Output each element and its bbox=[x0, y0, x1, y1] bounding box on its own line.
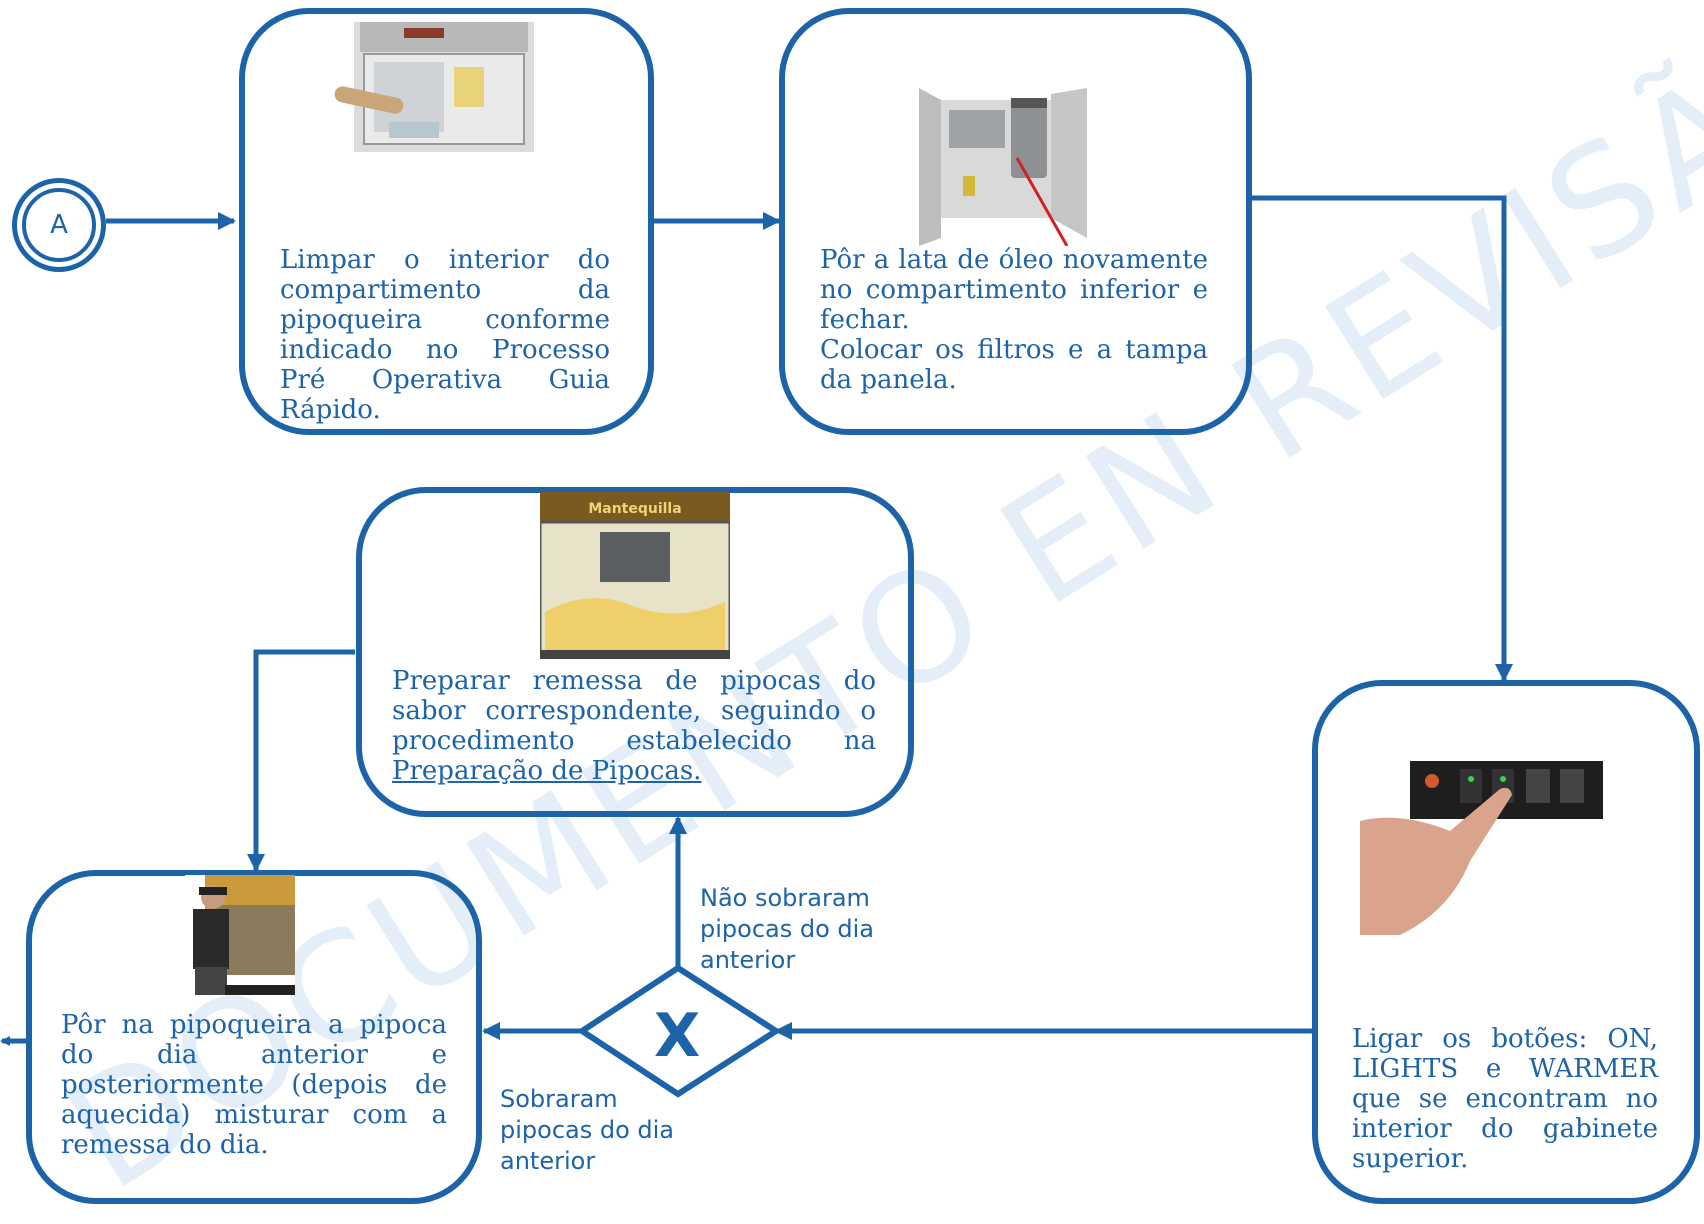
step-oil-line-2: Colocar os filtros e a tampa da panela. bbox=[820, 335, 1208, 395]
edge-label-no-leftover-line-1: Não sobraram bbox=[700, 884, 870, 912]
start-event: A bbox=[12, 178, 106, 272]
step-clean-text: Limpar o interior do compartimento da pi… bbox=[280, 245, 610, 425]
gateway-x-icon: X bbox=[654, 1001, 701, 1071]
edge-label-leftover-line-2: pipocas do dia bbox=[500, 1116, 675, 1144]
edge-label-no-leftover-line-2: pipocas do dia bbox=[700, 915, 875, 943]
operator-at-machine-photo bbox=[185, 875, 295, 995]
edge-label-no-leftover: Não sobraram pipocas do dia anterior bbox=[700, 883, 874, 976]
step-buttons-box bbox=[1312, 680, 1700, 1204]
finger-pressing-switch-photo bbox=[1360, 761, 1603, 935]
step-leftover-text: Pôr na pipoqueira a pipoca do dia anteri… bbox=[61, 1010, 447, 1160]
edge-label-leftover-line-1: Sobraram bbox=[500, 1085, 618, 1113]
popcorn-machine-photo: Mantequilla bbox=[540, 492, 730, 659]
edge-label-leftover: Sobraram pipocas do dia anterior bbox=[500, 1084, 674, 1177]
machine-sign-text: Mantequilla bbox=[588, 501, 681, 517]
start-event-label: A bbox=[22, 188, 96, 262]
edge-label-leftover-line-3: anterior bbox=[500, 1147, 596, 1175]
edge-oil-to-buttons bbox=[1248, 195, 1513, 682]
step-leftover-box bbox=[26, 870, 482, 1204]
step-prepare-text-main: Preparar remessa de pipocas do sabor cor… bbox=[392, 666, 876, 756]
edge-prepare-to-leftover bbox=[247, 649, 355, 872]
oil-can-compartment-photo bbox=[919, 88, 1087, 246]
exclusive-gateway bbox=[576, 964, 782, 1098]
step-oil-text: Pôr a lata de óleo novamente no comparti… bbox=[820, 245, 1208, 395]
edge-label-no-leftover-line-3: anterior bbox=[700, 946, 796, 974]
step-prepare-text: Preparar remessa de pipocas do sabor cor… bbox=[392, 666, 876, 786]
step-buttons-text: Ligar os botões: ON, LIGHTS e WARMER que… bbox=[1352, 1024, 1658, 1174]
step-oil-box bbox=[779, 8, 1252, 435]
step-oil-line-1: Pôr a lata de óleo novamente no comparti… bbox=[820, 245, 1208, 335]
preparation-link[interactable]: Preparação de Pipocas. bbox=[392, 756, 702, 786]
step-clean-box bbox=[239, 8, 654, 435]
popcorn-machine-cleaning-photo bbox=[334, 22, 546, 152]
step-prepare-box bbox=[356, 487, 914, 817]
